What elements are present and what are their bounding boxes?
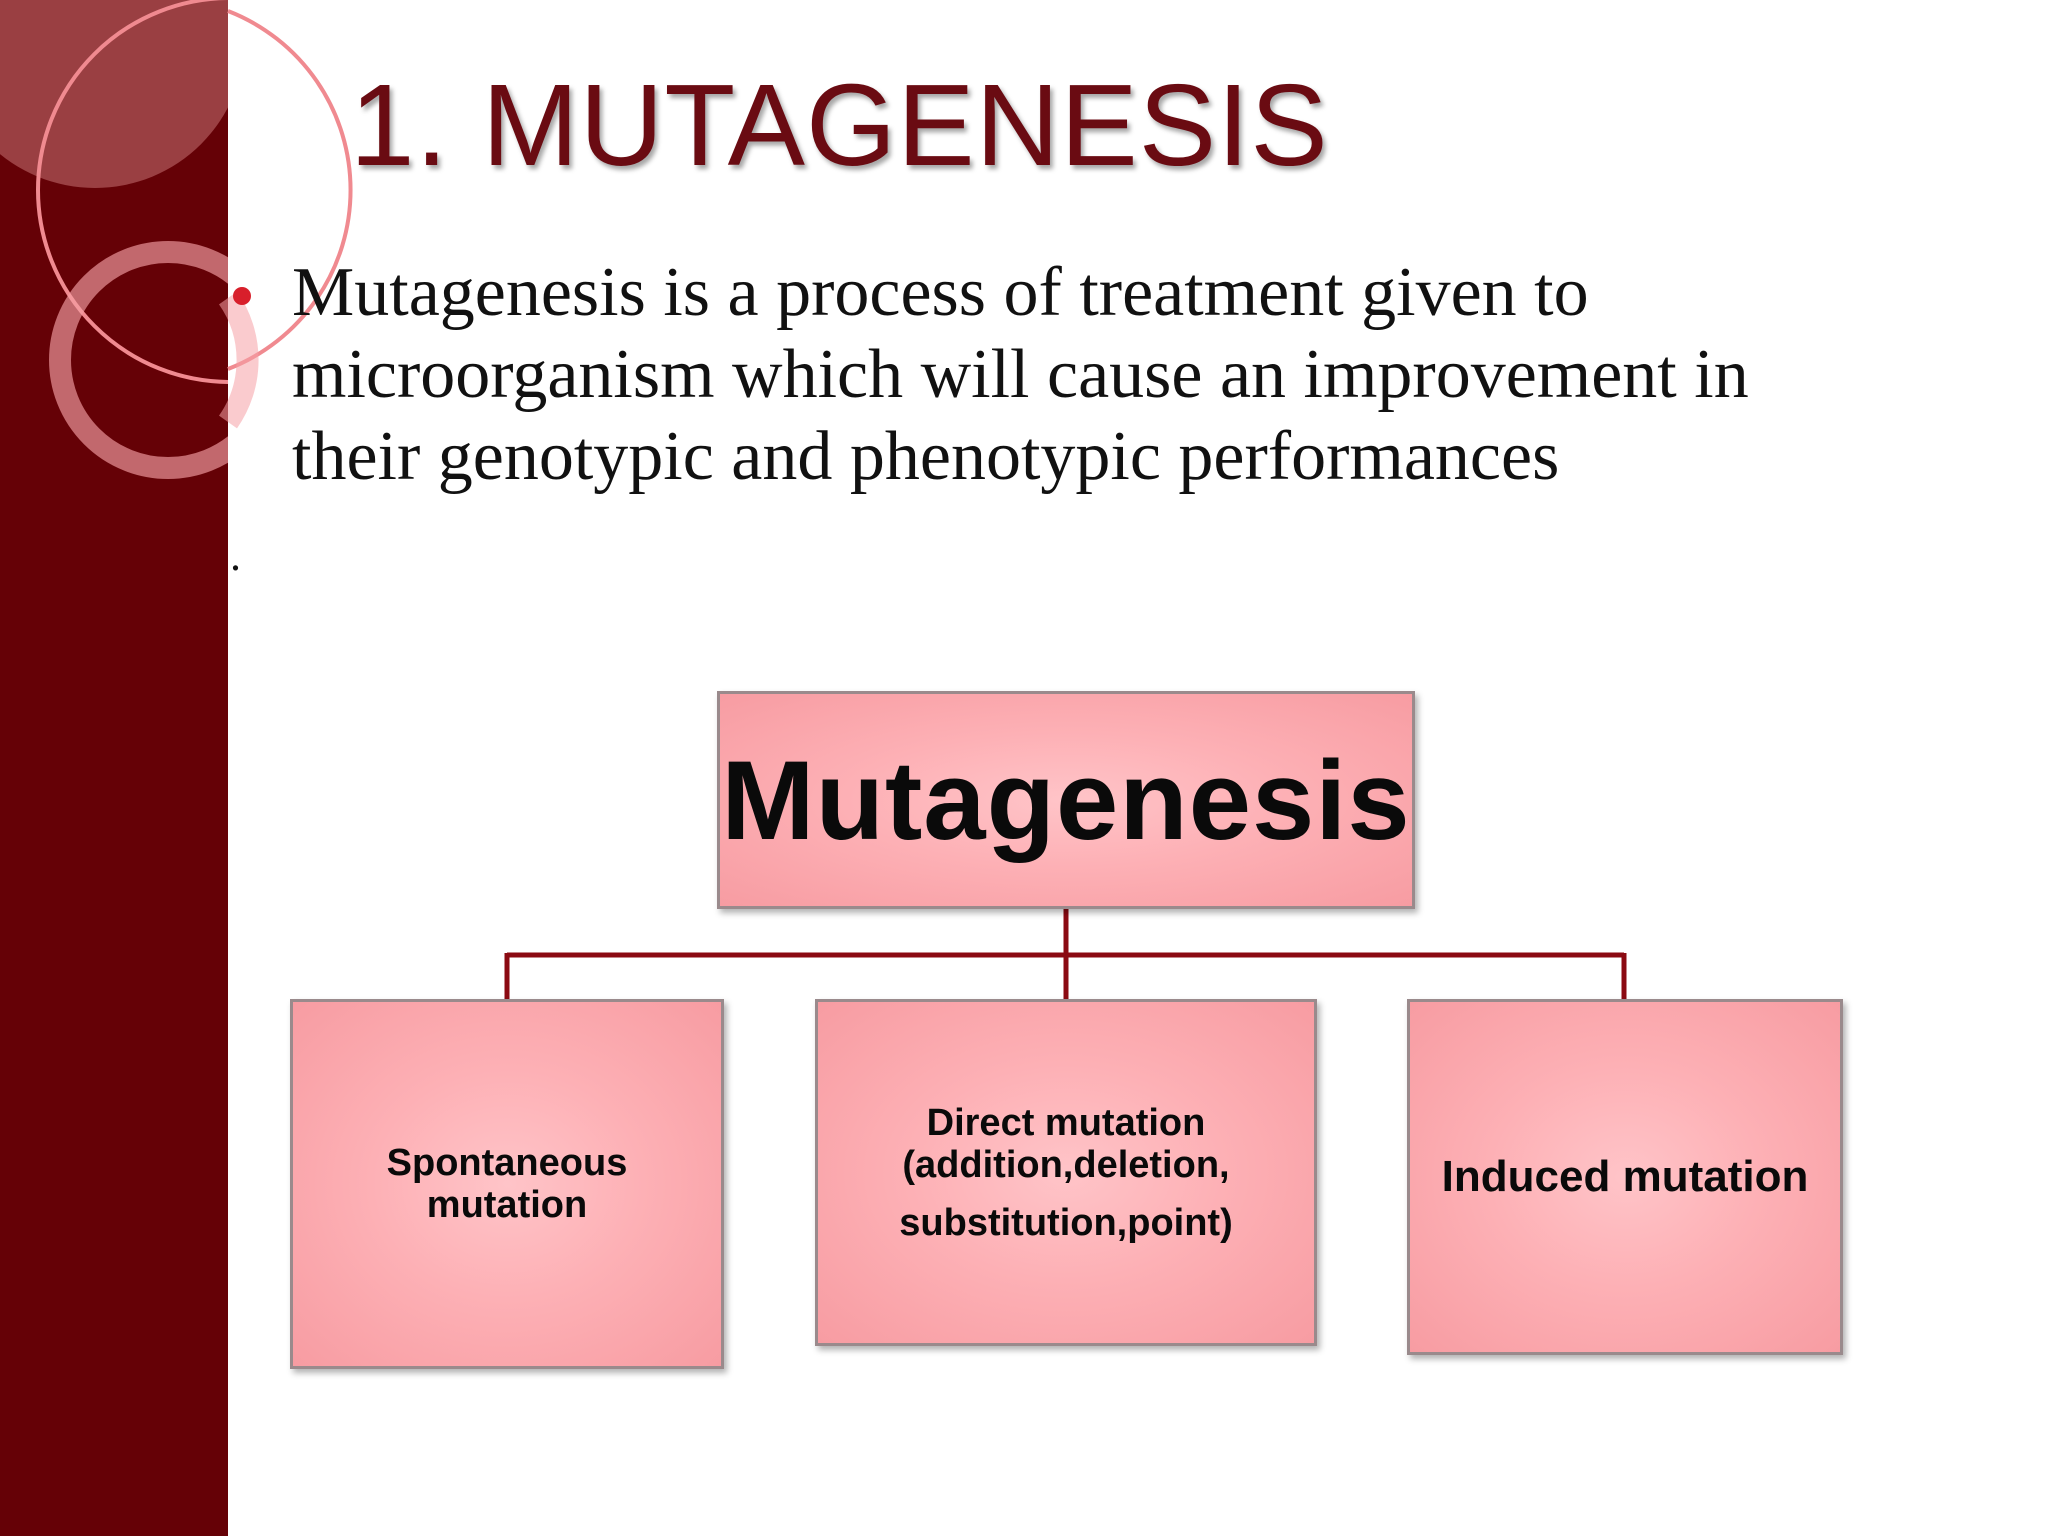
node-spontaneous-mutation: Spontaneous mutation (290, 999, 724, 1369)
stray-period: . (230, 531, 241, 580)
node-label-line: Direct mutation (926, 1101, 1206, 1144)
root-node-mutagenesis: Mutagenesis (717, 691, 1415, 909)
node-direct-mutation: Direct mutation (addition,deletion, subs… (815, 999, 1317, 1346)
node-induced-mutation: Induced mutation (1407, 999, 1843, 1355)
definition-text: Mutagenesis is a process of treatment gi… (292, 254, 1749, 495)
circle-overlap-decoration-icon (218, 9, 353, 429)
node-label-line: (addition,deletion, (902, 1143, 1230, 1186)
side-decoration-band (0, 0, 228, 1536)
root-node-label: Mutagenesis (721, 737, 1411, 863)
circle-decoration-icon (0, 0, 228, 479)
slide-title: 1. MUTAGENESIS (350, 60, 1329, 190)
bullet-point-icon (233, 287, 251, 305)
node-label-line: Induced mutation (1441, 1152, 1809, 1201)
node-label-line: Spontaneous (386, 1142, 628, 1184)
node-label-line: mutation (426, 1184, 588, 1226)
node-label-line: substitution,point) (899, 1201, 1233, 1244)
